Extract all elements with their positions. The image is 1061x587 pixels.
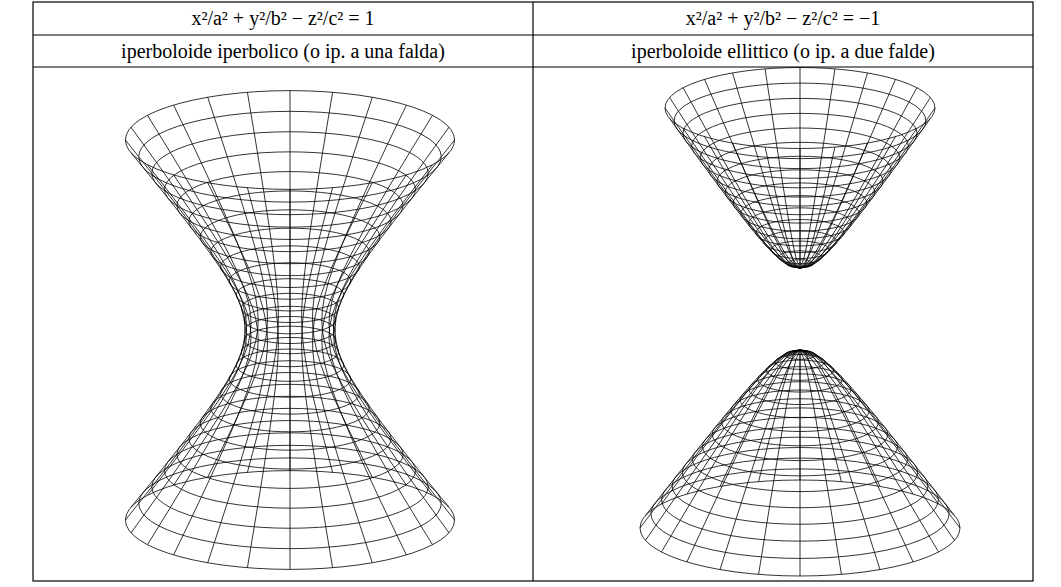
meridian-line (800, 147, 835, 268)
meridian-line (640, 350, 800, 528)
meridian-line (800, 350, 880, 486)
meridian-line (800, 350, 955, 516)
meridian-line (800, 88, 917, 268)
table-grid (33, 2, 1033, 581)
meridian-line (661, 350, 800, 504)
meridian-line (800, 350, 841, 574)
equation-cell: x²/a² + y²/b² − z²/c² = 1 (33, 3, 533, 33)
meridian-line (645, 350, 800, 540)
meridian-line (290, 91, 291, 471)
meridian-line (131, 153, 247, 533)
meridian-line (800, 350, 939, 552)
meridian-line (800, 69, 835, 268)
meridian-line (247, 92, 278, 472)
lower-sheet (640, 350, 960, 576)
meridian-line (800, 128, 917, 268)
meridian-line (333, 127, 449, 507)
meridian-line (687, 350, 800, 562)
meridian-line (733, 143, 801, 268)
meridian-line (683, 88, 800, 268)
meridian-line (683, 128, 800, 268)
meridian-line (800, 68, 801, 269)
meridian-line (800, 98, 930, 268)
meridian-line (800, 350, 955, 540)
meridian-line (720, 350, 800, 570)
meridian-line (147, 115, 251, 495)
meridian-line (765, 69, 800, 268)
meridian-line (661, 350, 800, 552)
meridian-line (645, 350, 800, 516)
meridian-line (208, 97, 268, 477)
meridian-line (147, 165, 251, 545)
meridian-line (800, 350, 801, 480)
meridian-line (800, 73, 868, 268)
meridian-line (800, 350, 801, 576)
meridian-line (800, 350, 939, 504)
one-sheet-hyperboloid (125, 91, 454, 570)
meridian-line (322, 175, 407, 555)
meridian-line (733, 73, 801, 268)
meridian-line (800, 350, 913, 494)
meridian-line (329, 165, 433, 545)
meridian-line (800, 350, 960, 528)
meridian-line (131, 127, 247, 507)
meridian-line (335, 140, 455, 520)
meridian-line (705, 79, 800, 268)
meridian-line (322, 105, 407, 485)
name-cell: iperboloide iperbolico (o ip. a una fald… (33, 36, 533, 66)
meridian-line (800, 350, 913, 562)
meridian-line (125, 140, 245, 520)
meridian-line (302, 188, 333, 568)
meridian-line (174, 175, 259, 555)
meridian-line (670, 98, 800, 268)
meridian-line (800, 143, 868, 268)
wireframe-surfaces (125, 68, 960, 577)
meridian-line (174, 105, 259, 485)
meridian-line (333, 153, 449, 533)
meridian-line (759, 350, 800, 482)
name-cell: iperboloide ellittico (o ip. a due falde… (533, 36, 1033, 66)
meridian-line (800, 350, 841, 482)
meridian-line (329, 115, 433, 495)
meridian-line (720, 350, 800, 486)
meridian-line (687, 350, 800, 494)
upper-sheet (665, 68, 935, 269)
meridian-line (800, 350, 880, 570)
meridian-line (313, 183, 373, 563)
equation-cell: x²/a² + y²/b² − z²/c² = −1 (533, 3, 1033, 33)
